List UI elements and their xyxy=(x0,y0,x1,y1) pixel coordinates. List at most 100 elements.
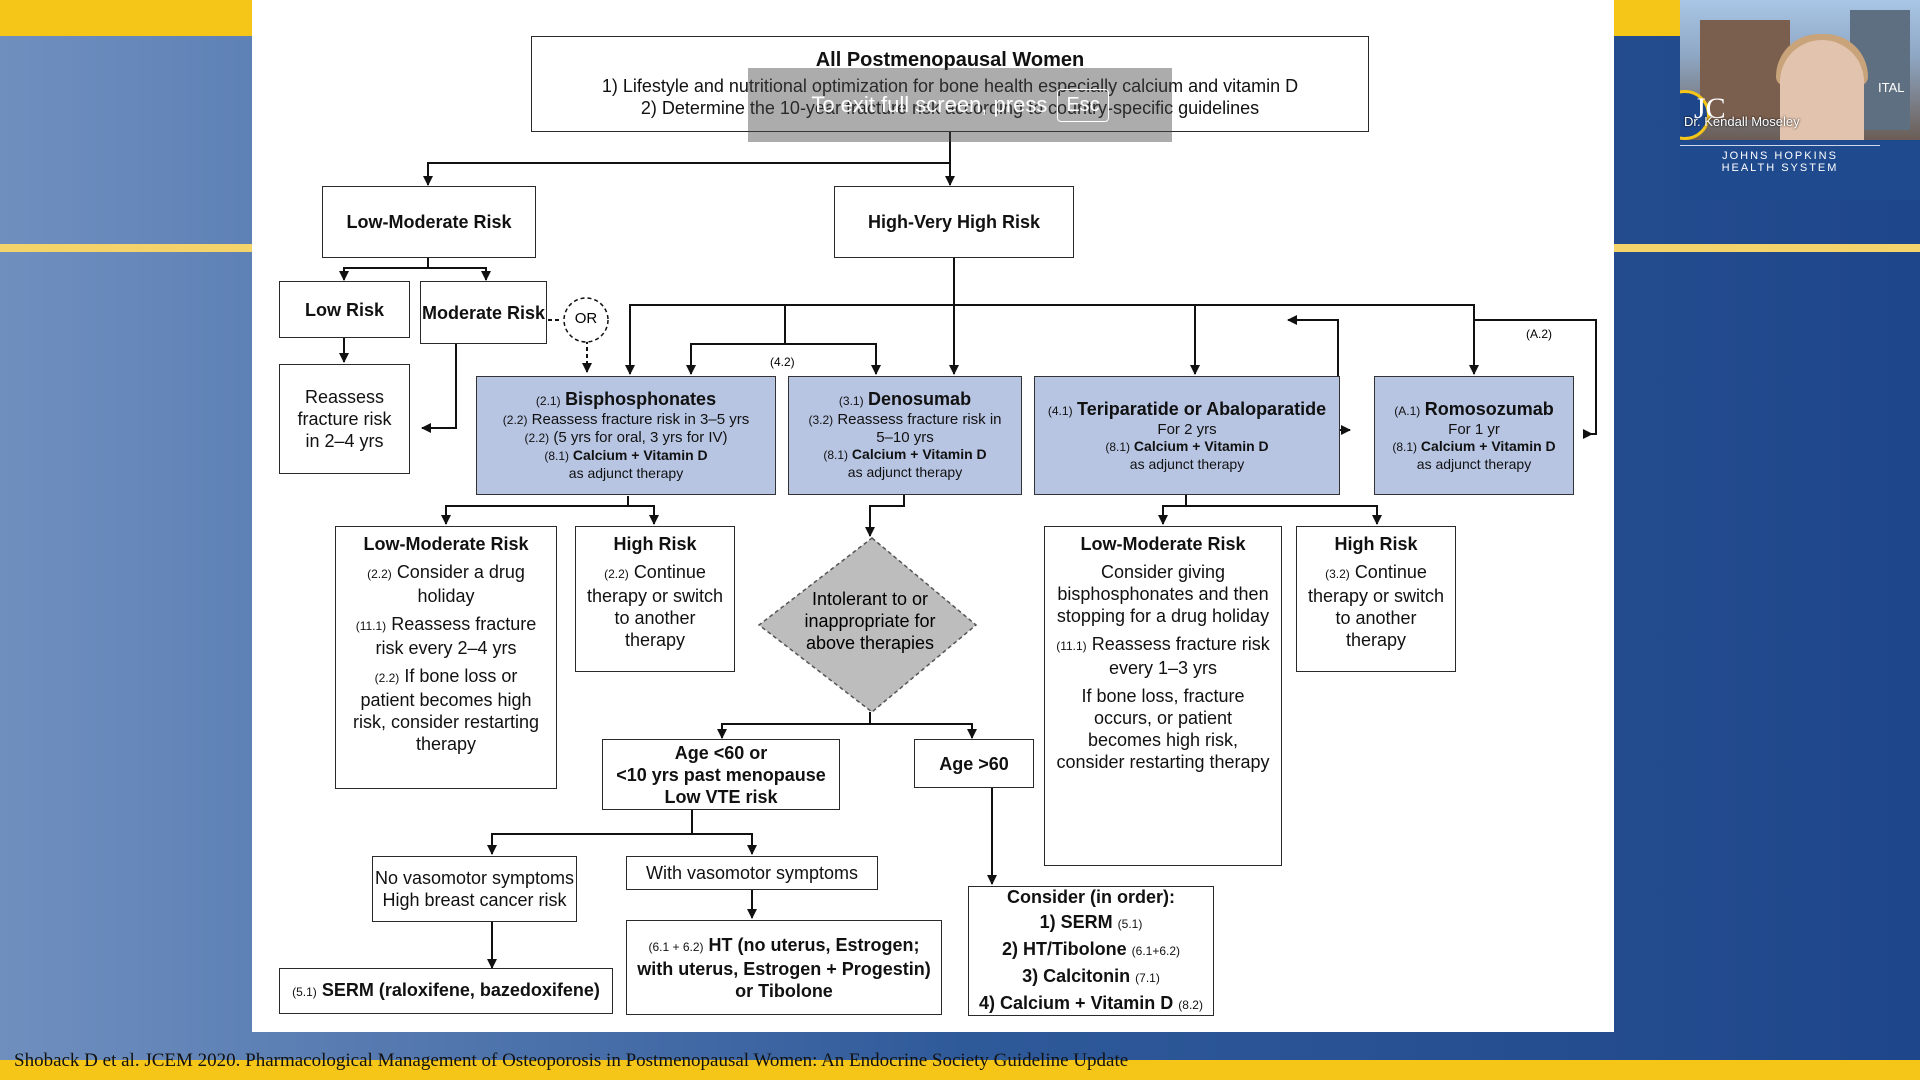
flowchart-connectors xyxy=(339,132,1597,969)
bisphos-low-p3: If bone loss or patient becomes high ris… xyxy=(352,666,540,754)
ref: (4.1) xyxy=(1047,403,1073,418)
teri-low-moderate-box: Low-Moderate Risk Consider giving bispho… xyxy=(1044,526,1282,866)
romo-line3: as adjunct therapy xyxy=(1416,455,1532,472)
age-under-60-box: Age <60 or <10 yrs past menopause Low VT… xyxy=(602,739,840,810)
video-org-label: JOHNS HOPKINS HEALTH SYSTEM xyxy=(1680,150,1880,174)
romosozumab-box: (A.1) Romosozumab For 1 yr (8.1) Calcium… xyxy=(1374,376,1574,495)
denos-line3: Calcium + Vitamin D xyxy=(851,446,987,462)
bisphosphonates-box: (2.1) Bisphosphonates (2.2) Reassess fra… xyxy=(476,376,776,495)
teri-low-p1: Consider giving bisphosphonates and then… xyxy=(1056,562,1270,626)
video-logo-text: JC xyxy=(1694,92,1726,125)
denos-line4: as adjunct therapy xyxy=(847,464,963,480)
bisphos-high-risk-box: High Risk (2.2) Continue therapy or swit… xyxy=(575,526,735,672)
denosumab-title: Denosumab xyxy=(868,389,972,409)
teri-line2: Calcium + Vitamin D xyxy=(1133,437,1269,454)
ref: (2.2) xyxy=(374,671,400,685)
no-vasomotor-l1: No vasomotor symptoms xyxy=(374,868,575,888)
slide-canvas: OR (4.2) (A.2) All Postmenopausal Women … xyxy=(252,0,1614,1032)
serm-box: (5.1) SERM (raloxifene, bazedoxifene) xyxy=(279,968,613,1014)
ref: (2.2) xyxy=(604,567,629,581)
ref: (3.2) xyxy=(808,413,834,427)
intolerant-label: Intolerant to or inappropriate for above… xyxy=(804,589,936,653)
consider-item-3: 3) Calcitonin xyxy=(1022,965,1131,986)
ht-box: (6.1 + 6.2) HT (no uterus, Estrogen; wit… xyxy=(626,920,942,1015)
bisphos-low-p1: Consider a drug holiday xyxy=(396,562,525,606)
consider-item-2: 2) HT/Tibolone xyxy=(1001,938,1127,959)
fullscreen-exit-text: To exit full screen, press xyxy=(811,92,1048,117)
ref-4-2-label: (4.2) xyxy=(770,355,795,369)
ref: (2.2) xyxy=(524,431,550,445)
bisphos-high-title: High Risk xyxy=(613,534,697,554)
ref: (8.1) xyxy=(1392,439,1418,454)
consider-item-4: 4) Calcium + Vitamin D xyxy=(979,992,1174,1013)
teriparatide-title: Teriparatide or Abaloparatide xyxy=(1077,398,1327,419)
teri-high-title: High Risk xyxy=(1334,534,1418,554)
reassess-label: Reassess fracture risk in 2–4 yrs xyxy=(297,387,392,451)
bisphos-line2: (5 yrs for oral, 3 yrs for IV) xyxy=(553,429,728,446)
ref: (5.1) xyxy=(292,985,317,999)
low-moderate-risk-label: Low-Moderate Risk xyxy=(346,212,512,232)
age-under-60-l3: Low VTE risk xyxy=(664,786,778,807)
top-box-line2: 2) Determine the 10-year fracture risk a… xyxy=(640,98,1260,118)
teri-low-title: Low-Moderate Risk xyxy=(1080,534,1246,554)
teri-low-p3: If bone loss, fracture occurs, or patien… xyxy=(1056,686,1270,772)
with-vasomotor-box: With vasomotor symptoms xyxy=(626,856,878,890)
low-risk-label: Low Risk xyxy=(304,299,384,320)
romosozumab-title: Romosozumab xyxy=(1424,398,1554,419)
speaker-video-tile[interactable]: ITAL JC Dr. Kendall Moseley JOHNS HOPKIN… xyxy=(1680,0,1920,200)
ht-line2: with uterus, Estrogen + Progestin) xyxy=(637,958,931,979)
teri-high-p1: Continue therapy or switch to another th… xyxy=(1307,562,1445,650)
teri-high-risk-box: High Risk (3.2) Continue therapy or swit… xyxy=(1296,526,1456,672)
consider-in-order-box: Consider (in order): 1) SERM (5.1) 2) HT… xyxy=(968,886,1214,1016)
speaker-name: Dr. Kendall Moseley xyxy=(1684,114,1800,129)
ht-line1: HT (no uterus, Estrogen; xyxy=(708,934,920,955)
top-box-line1: 1) Lifestyle and nutritional optimizatio… xyxy=(601,76,1299,96)
org-line2: HEALTH SYSTEM xyxy=(1721,162,1839,174)
bisphos-high-p1: Continue therapy or switch to another th… xyxy=(586,562,724,650)
ref: (8.1) xyxy=(1105,439,1131,454)
teri-line3: as adjunct therapy xyxy=(1129,455,1245,472)
fullscreen-exit-overlay: To exit full screen, press Esc xyxy=(748,68,1172,142)
ref: (6.1+6.2) xyxy=(1131,943,1181,958)
bisphos-line4: as adjunct therapy xyxy=(568,465,684,481)
org-line1: JOHNS HOPKINS xyxy=(1722,150,1838,162)
video-divider xyxy=(1680,145,1880,146)
low-moderate-risk-box: Low-Moderate Risk xyxy=(322,186,536,258)
age-under-60-l2: <10 yrs past menopause xyxy=(616,764,826,785)
no-vasomotor-l2: High breast cancer risk xyxy=(382,890,567,910)
or-label: OR xyxy=(574,310,598,327)
speaker-face xyxy=(1780,40,1864,140)
ht-line3: or Tibolone xyxy=(735,980,833,1001)
teri-low-p2: Reassess fracture risk every 1–3 yrs xyxy=(1091,634,1270,678)
esc-key-hint: Esc xyxy=(1057,88,1109,122)
age-under-60-l1: Age <60 or xyxy=(674,742,768,763)
age-over-60-box: Age >60 xyxy=(914,739,1034,788)
bisphos-low-moderate-box: Low-Moderate Risk (2.2) Consider a drug … xyxy=(335,526,557,789)
citation-footer: Shoback D et al. JCEM 2020. Pharmacologi… xyxy=(14,1050,1129,1071)
bisphos-line1: Reassess fracture risk in 3–5 yrs xyxy=(531,411,750,428)
bisphos-line3: Calcium + Vitamin D xyxy=(572,447,708,463)
ref: (6.1 + 6.2) xyxy=(648,939,704,954)
decision-diamond xyxy=(757,537,978,713)
reassess-box: Reassess fracture risk in 2–4 yrs xyxy=(279,364,410,474)
low-risk-box: Low Risk xyxy=(279,281,410,338)
ref: (8.2) xyxy=(1178,997,1203,1012)
ref: (3.2) xyxy=(1325,567,1350,581)
high-very-high-risk-box: High-Very High Risk xyxy=(834,186,1074,258)
denos-line1: Reassess fracture risk in xyxy=(837,411,1002,428)
ref: (11.1) xyxy=(355,619,387,633)
top-box-title: All Postmenopausal Women xyxy=(815,49,1085,71)
all-postmenopausal-box: All Postmenopausal Women 1) Lifestyle an… xyxy=(531,36,1369,132)
ref: (7.1) xyxy=(1135,970,1160,985)
moderate-risk-box: Moderate Risk xyxy=(420,281,547,344)
bottom-accent-stripe xyxy=(0,1060,1920,1080)
ref: (3.1) xyxy=(838,394,864,408)
with-vasomotor-label: With vasomotor symptoms xyxy=(645,863,859,883)
ref: (2.2) xyxy=(367,567,392,581)
ref: (8.1) xyxy=(544,449,570,463)
romo-line1: For 1 yr xyxy=(1448,420,1500,438)
ref: (8.1) xyxy=(823,448,849,462)
teri-line1: For 2 yrs xyxy=(1157,420,1217,438)
consider-item-1: 1) SERM xyxy=(1039,911,1113,932)
moderate-risk-label: Moderate Risk xyxy=(421,302,546,323)
